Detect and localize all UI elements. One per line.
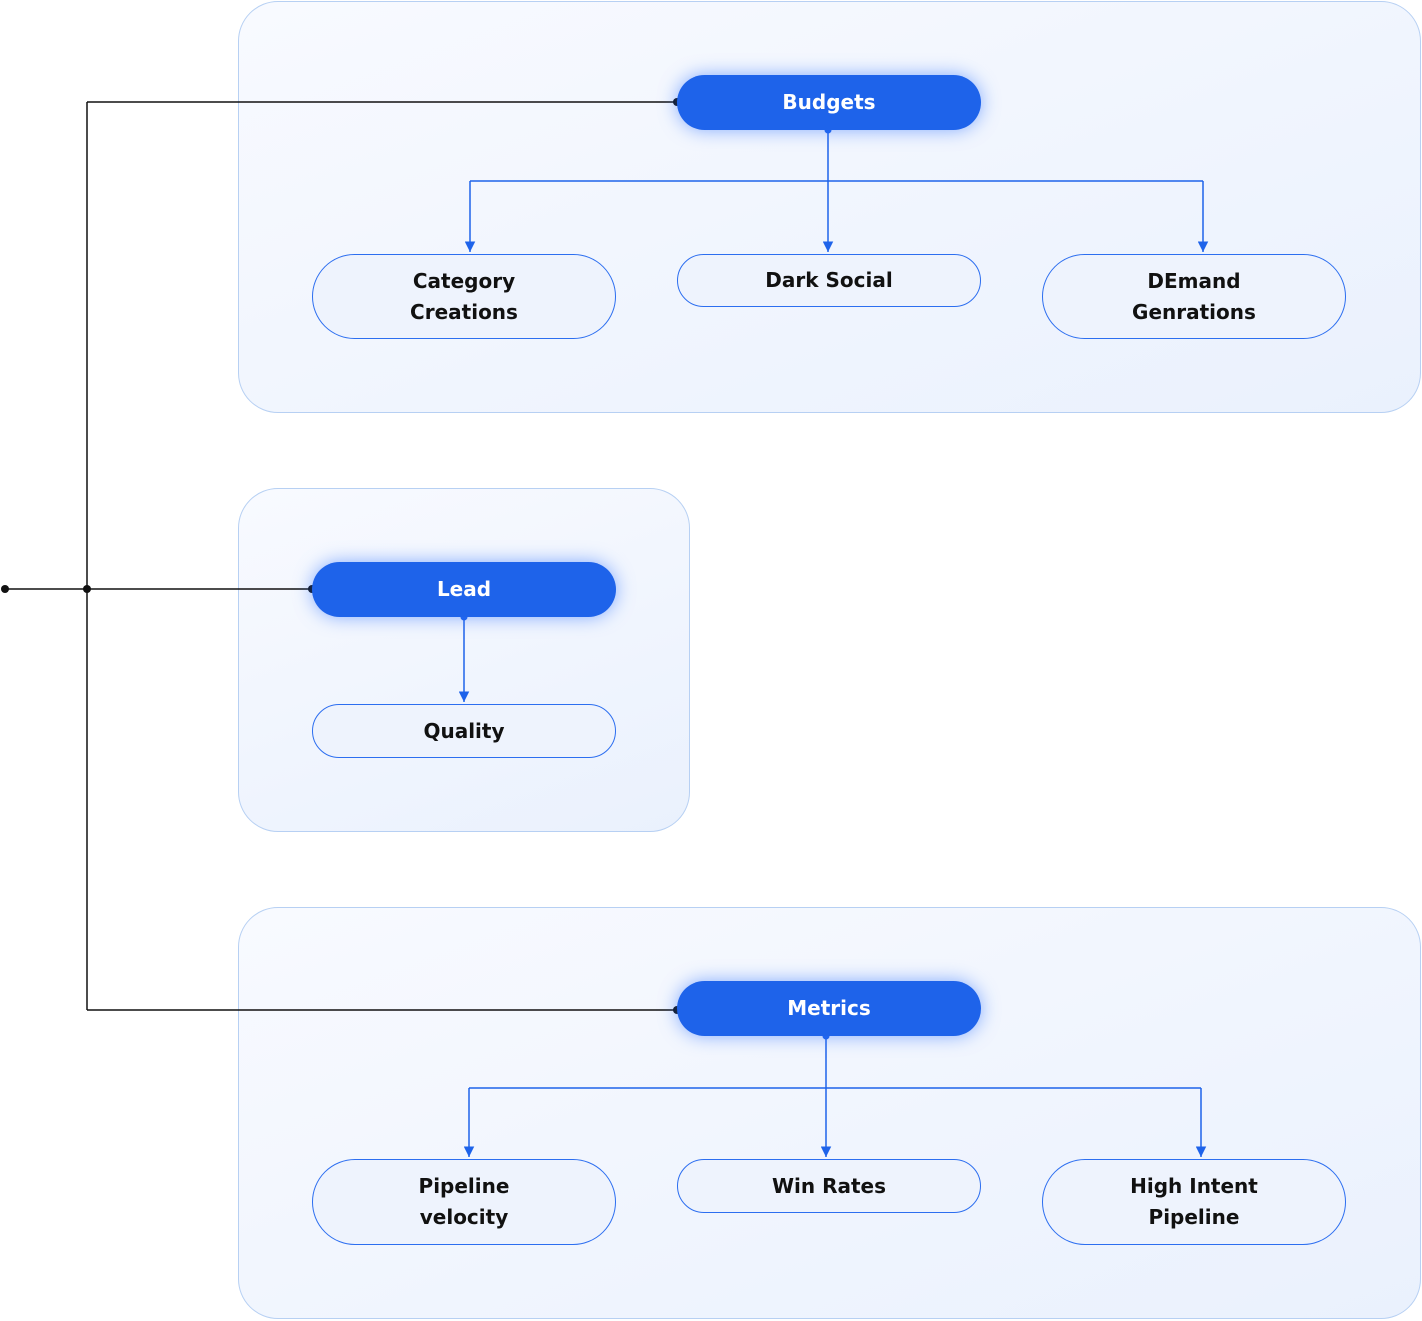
high-intent-pipeline-line-1: High Intent [1130, 1174, 1258, 1198]
demand-genrations-line-1: DEmand [1147, 268, 1241, 293]
dark-social-node[interactable]: Dark Social [677, 254, 981, 307]
demand-genrations-line-2: Genrations [1132, 299, 1256, 324]
pipeline-velocity-line-2: velocity [419, 1205, 509, 1229]
win-rates-label: Win Rates [771, 1173, 887, 1198]
category-creations-line-1: Category [412, 268, 516, 293]
pipeline-velocity-label: Pipeline velocity [419, 1171, 510, 1233]
trunk-start-dot [1, 585, 9, 593]
high-intent-pipeline-label: High Intent Pipeline [1130, 1171, 1258, 1233]
budgets-connectors [464, 130, 1209, 252]
trunk-lines [5, 101, 677, 1011]
metrics-group-panel [238, 907, 1421, 1319]
pipeline-velocity-node[interactable]: Pipeline velocity [312, 1159, 616, 1245]
category-creations-line-2: Creations [410, 299, 518, 324]
budgets-group-panel [238, 1, 1421, 413]
quality-node[interactable]: Quality [312, 704, 616, 758]
demand-genrations-label: DEmand Genrations [1132, 266, 1256, 328]
category-creations-node[interactable]: Category Creations [312, 254, 616, 339]
metrics-node-label: Metrics [787, 996, 871, 1020]
lead-node-label: Lead [436, 577, 492, 601]
trunk-junction-dot [83, 585, 91, 593]
win-rates-node[interactable]: Win Rates [677, 1159, 981, 1213]
high-intent-pipeline-node[interactable]: High Intent Pipeline [1042, 1159, 1346, 1245]
budgets-node-label: Budgets [782, 90, 876, 114]
quality-label: Quality [423, 718, 505, 743]
budgets-node[interactable]: Budgets [677, 75, 981, 130]
high-intent-pipeline-line-2: Pipeline [1148, 1205, 1240, 1229]
category-creations-label: Category Creations [410, 266, 518, 328]
dark-social-label: Dark Social [765, 268, 893, 292]
lead-node[interactable]: Lead [312, 562, 616, 617]
trunk-dots [1, 98, 681, 1014]
pipeline-velocity-line-1: Pipeline [418, 1174, 510, 1198]
metrics-connectors [463, 1036, 1207, 1157]
demand-genrations-node[interactable]: DEmand Genrations [1042, 254, 1346, 339]
metrics-node[interactable]: Metrics [677, 981, 981, 1036]
